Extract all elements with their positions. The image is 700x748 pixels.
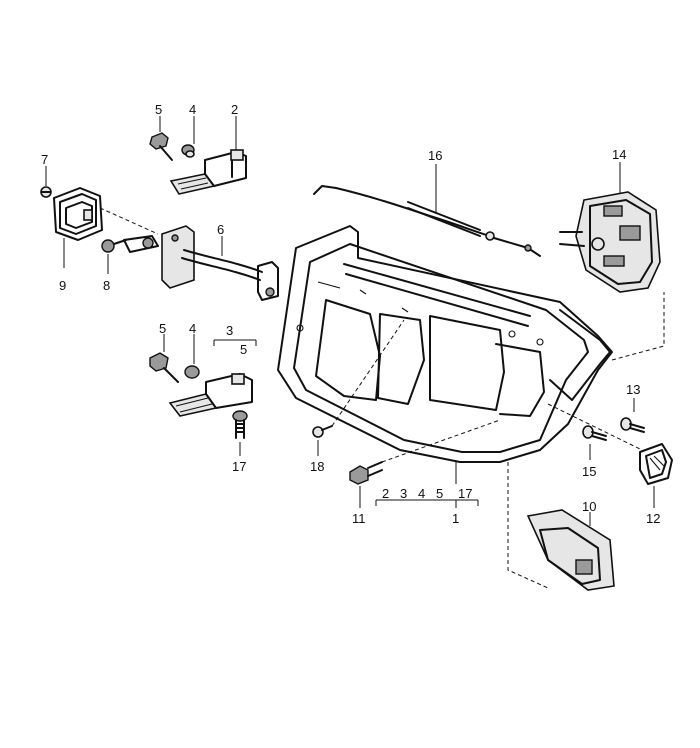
callout-16: 16 bbox=[428, 148, 442, 163]
callout-14: 14 bbox=[612, 147, 626, 162]
group-1-ref-2: 2 bbox=[382, 486, 389, 501]
callout-5-upper: 5 bbox=[155, 102, 162, 117]
door-lock bbox=[559, 191, 661, 293]
callout-12: 12 bbox=[646, 511, 660, 526]
bolt-18-leader bbox=[331, 319, 405, 427]
group-1-ref-17: 17 bbox=[458, 486, 472, 501]
door-check-strap bbox=[99, 207, 279, 301]
bolt-lower bbox=[149, 352, 179, 383]
lower-hinge bbox=[168, 373, 253, 417]
group-3-bracket bbox=[213, 339, 257, 346]
callout-7: 7 bbox=[41, 152, 48, 167]
bolt-11 bbox=[349, 461, 383, 485]
handle-bracket bbox=[526, 509, 615, 591]
callout-9: 9 bbox=[59, 278, 66, 293]
callout-15: 15 bbox=[582, 464, 596, 479]
lock-leader bbox=[611, 292, 665, 361]
mirror-leader bbox=[547, 403, 643, 451]
washer-upper bbox=[181, 144, 195, 158]
screw-13 bbox=[620, 417, 645, 433]
bolt-11-leader bbox=[381, 419, 501, 463]
lock-cable bbox=[313, 185, 541, 257]
clip bbox=[40, 186, 52, 198]
group-1-bracket bbox=[375, 499, 479, 506]
bolt-strap bbox=[101, 239, 127, 253]
callout-18: 18 bbox=[310, 459, 324, 474]
group-1-ref-5: 5 bbox=[436, 486, 443, 501]
callout-8: 8 bbox=[103, 278, 110, 293]
callout-5-lower: 5 bbox=[159, 321, 166, 336]
upper-hinge bbox=[169, 149, 247, 195]
bolt-17 bbox=[232, 410, 248, 439]
bolt-18 bbox=[312, 425, 333, 438]
bolt-upper bbox=[149, 132, 173, 161]
callout-6: 6 bbox=[217, 222, 224, 237]
rubber-boot bbox=[53, 187, 103, 241]
callout-11: 11 bbox=[352, 511, 366, 526]
callout-1: 1 bbox=[452, 511, 459, 526]
callout-2: 2 bbox=[231, 102, 238, 117]
callout-4-lower: 4 bbox=[189, 321, 196, 336]
callout-5-group3: 5 bbox=[240, 342, 247, 357]
door-frame bbox=[277, 225, 613, 463]
callout-17: 17 bbox=[232, 459, 246, 474]
callout-10: 10 bbox=[582, 499, 596, 514]
mirror-plate bbox=[639, 443, 673, 485]
group-1-ref-3: 3 bbox=[400, 486, 407, 501]
callout-13: 13 bbox=[626, 382, 640, 397]
screw-15 bbox=[582, 425, 607, 441]
callout-3: 3 bbox=[226, 323, 233, 338]
washer-lower bbox=[184, 365, 200, 379]
callout-4-upper: 4 bbox=[189, 102, 196, 117]
bracket-leader bbox=[507, 462, 549, 589]
group-1-ref-4: 4 bbox=[418, 486, 425, 501]
